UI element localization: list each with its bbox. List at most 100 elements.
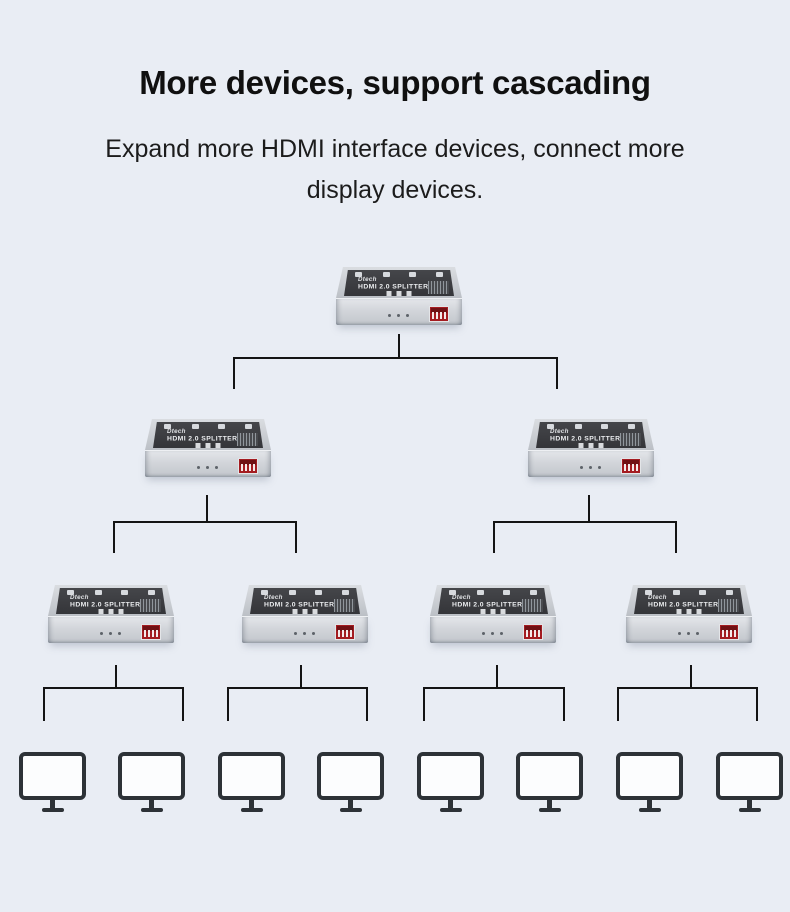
device-top-face: Dtech HDMI 2.0 SPLITTER xyxy=(242,585,368,616)
barcode-label xyxy=(334,599,355,612)
monitor-base xyxy=(41,808,64,812)
device-front-face xyxy=(626,616,752,643)
monitor-icon xyxy=(19,752,86,812)
connector-line xyxy=(675,521,677,553)
hdmi-port-icon xyxy=(502,590,510,595)
hdmi-port-icon xyxy=(94,590,102,595)
hdmi-port-icon xyxy=(382,272,390,277)
monitor-stand xyxy=(149,799,154,808)
device-top-panel: Dtech HDMI 2.0 SPLITTER xyxy=(56,588,166,614)
brand-logo: Dtech xyxy=(550,428,569,435)
hdmi-splitter-device: Dtech HDMI 2.0 SPLITTER xyxy=(528,419,654,477)
connector-line xyxy=(115,665,117,688)
connector-line xyxy=(617,687,619,721)
monitor-icon xyxy=(317,752,384,812)
connector-chips xyxy=(98,609,124,614)
monitor-screen xyxy=(417,752,484,800)
device-label: HDMI 2.0 SPLITTER xyxy=(70,601,141,609)
hdmi-splitter-device: Dtech HDMI 2.0 SPLITTER xyxy=(336,267,462,325)
connector-line xyxy=(423,687,565,689)
hdmi-port-icon xyxy=(164,424,171,429)
hdmi-port-icon xyxy=(530,590,538,595)
page-title: More devices, support cascading xyxy=(139,64,651,101)
hdmi-port-icon xyxy=(449,590,456,595)
brand-logo: Dtech xyxy=(358,276,377,283)
hdmi-port-icon xyxy=(436,272,444,277)
hdmi-port-icon xyxy=(191,424,199,429)
device-top-panel: Dtech HDMI 2.0 SPLITTER xyxy=(634,588,744,614)
brand-logo: Dtech xyxy=(70,594,89,601)
hdmi-port-icon xyxy=(600,424,608,429)
connector-line xyxy=(233,357,235,389)
monitor-base xyxy=(439,808,462,812)
monitor-base xyxy=(240,808,263,812)
connector-chips xyxy=(292,609,318,614)
device-top-face: Dtech HDMI 2.0 SPLITTER xyxy=(528,419,654,450)
hdmi-port-icon xyxy=(698,590,706,595)
device-top-face: Dtech HDMI 2.0 SPLITTER xyxy=(430,585,556,616)
hdmi-port-icon xyxy=(645,590,652,595)
hdmi-splitter-device: Dtech HDMI 2.0 SPLITTER xyxy=(430,585,556,643)
monitor-screen xyxy=(19,752,86,800)
connector-line xyxy=(423,687,425,721)
connector-line xyxy=(182,687,184,721)
device-front-face xyxy=(430,616,556,643)
device-label: HDMI 2.0 SPLITTER xyxy=(452,601,523,609)
monitor-icon xyxy=(516,752,583,812)
dip-switch xyxy=(141,624,161,640)
monitor-stand xyxy=(747,799,752,808)
connector-chips xyxy=(386,291,412,296)
dip-switch xyxy=(621,458,641,474)
connector-line xyxy=(233,357,558,359)
connector-line xyxy=(113,521,297,523)
device-top-face: Dtech HDMI 2.0 SPLITTER xyxy=(626,585,752,616)
monitor-base xyxy=(638,808,661,812)
monitor-screen xyxy=(716,752,783,800)
connector-chips xyxy=(480,609,506,614)
led-indicators xyxy=(482,632,503,635)
monitor-stand xyxy=(448,799,453,808)
barcode-label xyxy=(522,599,543,612)
led-indicators xyxy=(100,632,121,635)
connector-line xyxy=(493,521,677,523)
device-top-panel: Dtech HDMI 2.0 SPLITTER xyxy=(250,588,360,614)
device-label: HDMI 2.0 SPLITTER xyxy=(358,283,429,291)
hdmi-port-icon xyxy=(245,424,253,429)
connector-line xyxy=(295,521,297,553)
brand-logo: Dtech xyxy=(648,594,667,601)
monitor-stand xyxy=(647,799,652,808)
connector-line xyxy=(227,687,368,689)
connector-line xyxy=(43,687,184,689)
hdmi-port-icon xyxy=(672,590,680,595)
hdmi-port-icon xyxy=(574,424,582,429)
hdmi-port-icon xyxy=(67,590,74,595)
device-top-face: Dtech HDMI 2.0 SPLITTER xyxy=(145,419,271,450)
connector-line xyxy=(113,521,115,553)
led-indicators xyxy=(388,314,409,317)
connector-chips xyxy=(676,609,702,614)
device-front-face xyxy=(242,616,368,643)
barcode-label xyxy=(428,281,449,294)
connector-line xyxy=(493,521,495,553)
connector-line xyxy=(227,687,229,721)
monitor-screen xyxy=(317,752,384,800)
barcode-label xyxy=(237,433,258,446)
monitor-icon xyxy=(417,752,484,812)
connector-line xyxy=(563,687,565,721)
connector-line xyxy=(690,665,692,688)
barcode-label xyxy=(140,599,161,612)
connector-line xyxy=(588,495,590,522)
hdmi-port-icon xyxy=(314,590,322,595)
hdmi-port-icon xyxy=(342,590,350,595)
monitor-icon xyxy=(716,752,783,812)
device-top-panel: Dtech HDMI 2.0 SPLITTER xyxy=(438,588,548,614)
monitor-stand xyxy=(547,799,552,808)
led-indicators xyxy=(580,466,601,469)
connector-line xyxy=(398,334,400,358)
dip-switch xyxy=(719,624,739,640)
connector-chips xyxy=(195,443,221,448)
barcode-label xyxy=(718,599,739,612)
monitor-icon xyxy=(218,752,285,812)
device-top-panel: Dtech HDMI 2.0 SPLITTER xyxy=(536,422,646,448)
hdmi-port-icon xyxy=(628,424,636,429)
